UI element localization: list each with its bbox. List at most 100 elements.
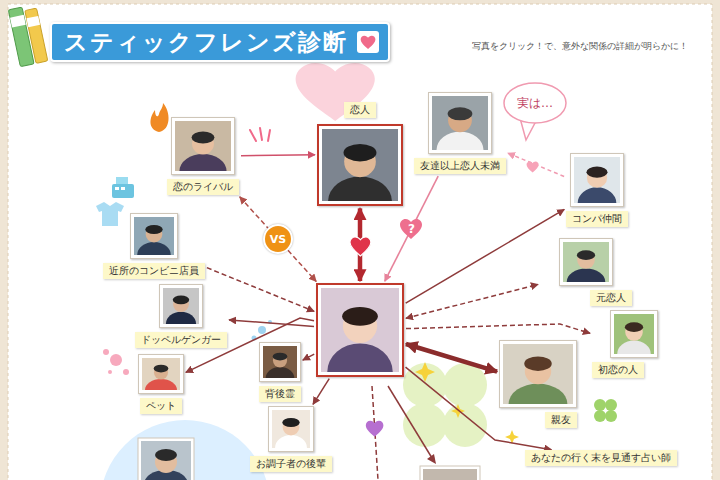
name-tag: 近所のコンビニ店員 (103, 263, 205, 279)
photo-image (272, 410, 310, 448)
bubble-text: 実は… (517, 95, 553, 112)
partial-photo (155, 449, 177, 461)
person-node: 背後霊 (259, 342, 301, 402)
photo-part (154, 365, 168, 379)
person-node: 恋のライバル (167, 117, 239, 195)
photo-part (509, 384, 568, 404)
name-tag: 親友 (545, 412, 577, 428)
relation-arrow (313, 379, 329, 405)
photo-image (175, 121, 231, 171)
relation-arrow (406, 324, 590, 333)
register-icon (115, 187, 119, 190)
photo-frame (316, 283, 404, 377)
clover (443, 403, 487, 447)
photo-image (134, 217, 174, 255)
small-clover (605, 399, 617, 411)
clover (403, 403, 447, 447)
small-clover (594, 399, 606, 411)
photo-part (577, 250, 595, 260)
small-clover (594, 399, 617, 422)
photo-part (625, 323, 643, 341)
photo-part (436, 132, 483, 150)
photo-part (275, 435, 307, 448)
motion-marks (268, 130, 270, 141)
name-tag: 元恋人 (590, 290, 632, 306)
photo-part (578, 187, 617, 203)
shirt-icon (96, 202, 124, 226)
photo-frame (428, 92, 492, 154)
name-tag: コンパ仲間 (566, 211, 628, 227)
photo-part (448, 107, 473, 120)
heart-badge (400, 219, 422, 239)
photo-part (154, 365, 169, 373)
register-icon (112, 184, 134, 198)
pink-splash (103, 349, 129, 375)
person-node: 親友 (499, 340, 577, 428)
edge-label: VS (270, 233, 286, 246)
relation-arrow (303, 354, 314, 360)
photo-frame (268, 406, 314, 452)
person-node: ドッペルゲンガー (135, 284, 227, 348)
photo-part (282, 418, 299, 427)
person-node: コンパ仲間 (566, 153, 628, 227)
name-tag: 初恋の人 (592, 362, 644, 378)
photo-part (328, 177, 392, 201)
photo-part (179, 154, 226, 171)
photo-part (283, 419, 300, 436)
register-icon (121, 187, 125, 190)
photo-image (614, 314, 654, 354)
heart-mark (366, 421, 384, 437)
photo-image (503, 344, 573, 404)
register-icon (112, 177, 134, 198)
stick-icon (10, 15, 26, 28)
name-tag: 恋のライバル (167, 179, 239, 195)
name-tag: ドッペルゲンガー (135, 332, 227, 348)
small-clover (594, 410, 606, 422)
photo-frame (138, 354, 184, 394)
photo-part (327, 343, 393, 372)
title-banner: スティックフレンズ診断 (50, 22, 390, 62)
title-text: スティックフレンズ診断 (64, 27, 348, 58)
title-heart (356, 30, 380, 54)
person-node (316, 283, 404, 377)
photo-frame (317, 124, 403, 206)
photo-frame (171, 117, 235, 175)
name-tag: あなたの行く末を見通す占い師 (525, 450, 677, 466)
photo-frame (570, 153, 624, 207)
relation-arrow (229, 320, 314, 327)
stick-icon (8, 4, 47, 67)
photo-image (432, 96, 488, 150)
photo-part (273, 353, 287, 367)
person-node: 友達以上恋人未満 (414, 92, 506, 174)
motion-marks (260, 128, 262, 140)
blue-ground (100, 420, 270, 480)
photo-image (321, 288, 399, 372)
heart-mark (350, 237, 371, 256)
motion-marks (250, 130, 256, 141)
bottom-arrows (427, 454, 436, 464)
photo-part (625, 322, 643, 332)
edge-badge: ? (399, 218, 423, 240)
pink-splash (103, 349, 109, 355)
hint-note: 写真をクリック！で、意外な関係の詳細が明らかに！ (472, 40, 688, 53)
photo-image (163, 288, 199, 324)
speech-bubble (504, 83, 566, 123)
photo-part (137, 242, 171, 255)
person-node: ペット (138, 354, 184, 414)
photo-part (192, 131, 215, 143)
person-node: 初恋の人 (592, 310, 658, 378)
photo-frame (610, 310, 658, 358)
photo-image (142, 358, 180, 390)
photo-part (145, 225, 162, 234)
name-tag: ペット (140, 398, 182, 414)
sparkle (415, 362, 435, 382)
photo-image (574, 157, 620, 203)
photo-part (173, 296, 189, 312)
title-heart (361, 36, 376, 49)
relation-arrow (406, 209, 565, 303)
photo-part (567, 268, 606, 282)
speech-bubble (504, 83, 566, 140)
photo-part (266, 367, 295, 378)
pink-splash (123, 369, 129, 375)
heart-mark (527, 162, 539, 173)
